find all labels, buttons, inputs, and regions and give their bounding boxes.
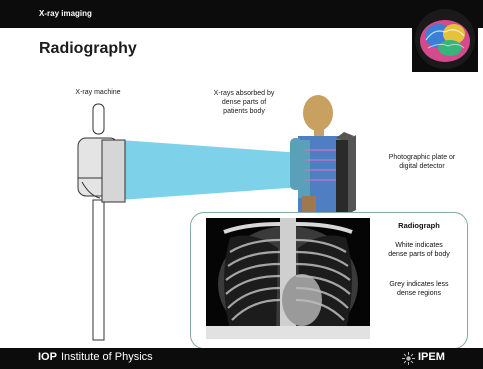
xray-machine [78,138,125,202]
radiograph-title: Radiograph [374,221,464,230]
iop-logo-text: IOP Institute of Physics [38,351,153,363]
white-text-line-2: dense parts of body [374,250,464,259]
grey-text-line-2: dense regions [374,289,464,298]
iop-name-text: Institute of Physics [61,351,153,363]
xray-beam [120,140,302,200]
machine-label: X-ray machine [58,88,138,97]
absorbed-label: X-rays absorbed by dense parts of patien… [194,89,294,116]
plate-label: Photographic plate or digital detector [364,153,480,171]
ipem-logo-icon [402,352,415,365]
white-indicates-text: White indicates dense parts of body [374,241,464,259]
white-text-line-1: White indicates [374,241,464,250]
grey-indicates-text: Grey indicates less dense regions [374,280,464,298]
detector-plate [336,132,356,214]
iop-bold-text: IOP [38,351,57,363]
ipem-logo-text: IPEM [418,351,445,363]
machine-stand-upper [93,104,104,134]
plate-label-line-2: digital detector [364,162,480,171]
absorbed-label-line-2: dense parts of [194,98,294,107]
absorbed-label-line-1: X-rays absorbed by [194,89,294,98]
absorbed-label-line-3: patients body [194,107,294,116]
plate-label-line-1: Photographic plate or [364,153,480,162]
grey-text-line-1: Grey indicates less [374,280,464,289]
chest-xray-image [206,218,370,339]
machine-stand-lower [93,200,104,340]
